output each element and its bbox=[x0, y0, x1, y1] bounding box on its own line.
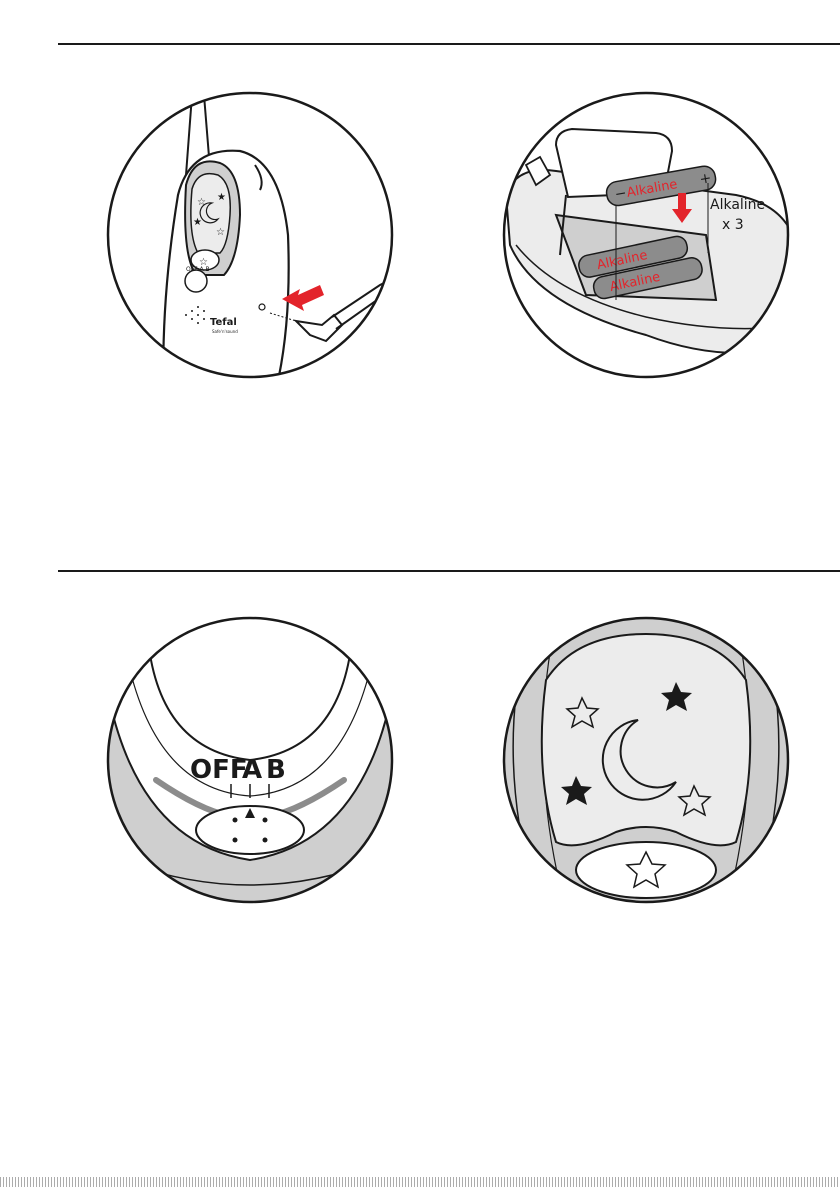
section-rule-top bbox=[58, 43, 840, 45]
svg-text:OFF A B: OFF A B bbox=[186, 266, 210, 273]
print-edge bbox=[0, 1177, 840, 1187]
section-rule-middle bbox=[58, 570, 840, 572]
alkaline-callout: Alkaline bbox=[710, 197, 765, 213]
brand-sub: Safe'n'sound bbox=[212, 329, 238, 334]
svg-text:☆: ☆ bbox=[216, 227, 225, 238]
brand-logo: Tefal bbox=[210, 317, 237, 328]
svg-text:★: ★ bbox=[193, 217, 202, 228]
switch-label-off: OFF bbox=[190, 755, 248, 785]
batteries-illustration: Alkaline Alkaline − Alkaline + Alkaline … bbox=[496, 85, 796, 385]
switch-label-b: B bbox=[266, 755, 286, 785]
alkaline-count: x 3 bbox=[722, 217, 744, 233]
nightlight-illustration bbox=[496, 610, 796, 910]
svg-text:★: ★ bbox=[217, 192, 226, 203]
switch-label-a: A bbox=[242, 755, 262, 785]
svg-text:☆: ☆ bbox=[197, 197, 206, 208]
adapter-illustration: ☆ ★ ★ ☆ ☆ OFF A B Tefal Safe'n'sound bbox=[100, 85, 400, 385]
switch-illustration: OFF A B bbox=[100, 610, 400, 910]
